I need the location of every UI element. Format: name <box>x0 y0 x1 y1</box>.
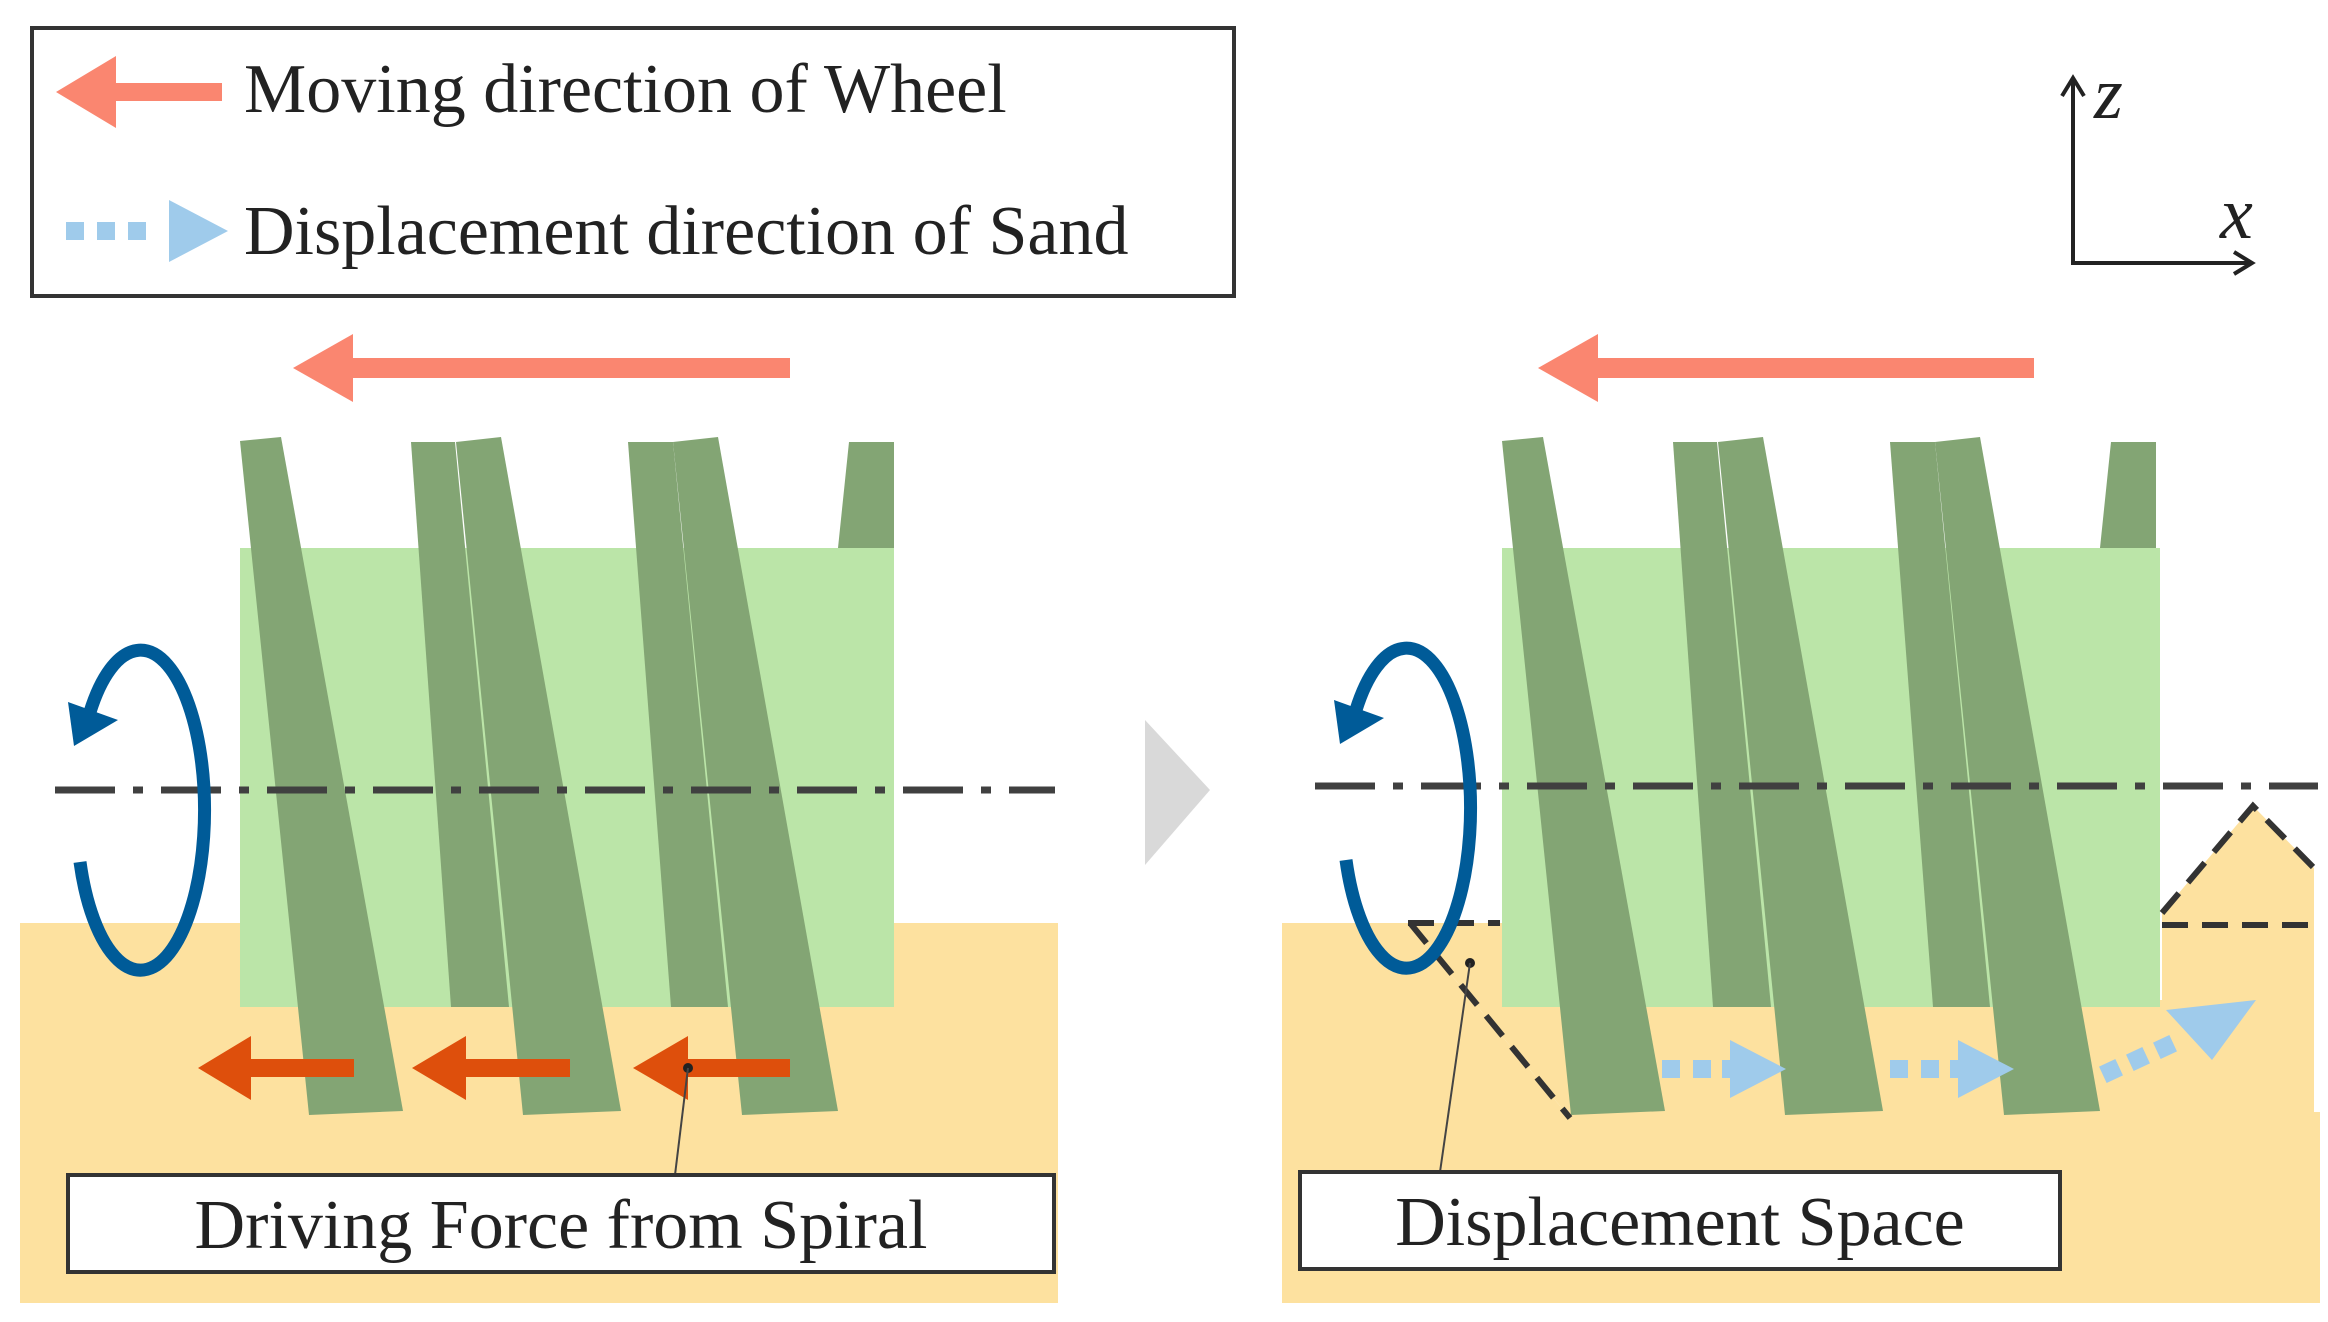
wheel-direction-legend-arrow <box>56 56 222 128</box>
right-panel: Displacement Space <box>1282 334 2320 1303</box>
legend-sand-label: Displacement direction of Sand <box>244 193 1128 270</box>
left-panel: Driving Force from Spiral <box>20 334 1058 1303</box>
legend-wheel-label: Moving direction of Wheel <box>244 51 1007 128</box>
rotation-arrow-icon <box>68 643 212 977</box>
driving-force-arrow <box>412 1036 570 1100</box>
legend: Moving direction of Wheel Displacement d… <box>30 26 1236 298</box>
coordinate-axes: z x <box>2060 53 2256 276</box>
legend-box <box>30 26 1236 298</box>
x-axis-label: x <box>2219 173 2253 255</box>
wheel-direction-arrow <box>1538 334 2034 402</box>
driving-force-leader <box>674 1063 693 1176</box>
driving-force-arrow <box>198 1036 354 1100</box>
driving-force-arrows <box>198 1036 790 1100</box>
displacement-space-leader <box>1439 958 1475 1173</box>
displacement-space-caption: Displacement Space <box>1395 1184 1965 1261</box>
driving-force-caption: Driving Force from Spiral <box>195 1187 928 1264</box>
sand-direction-legend-arrow <box>66 200 228 262</box>
driving-force-caption-box <box>66 1173 1056 1274</box>
z-axis-label: z <box>2093 53 2123 135</box>
wheel-direction-arrow <box>293 334 790 402</box>
sand-displacement-arrow <box>1662 1040 1786 1098</box>
sand-displacement-arrows <box>1662 1000 2256 1098</box>
displacement-space-caption-box <box>1298 1170 2062 1271</box>
sand-displacement-arrow <box>1890 1040 2014 1098</box>
driving-force-arrow <box>633 1036 790 1100</box>
rotation-arrow-icon <box>1334 641 1478 975</box>
sand-displacement-arrow <box>2099 1000 2256 1083</box>
next-step-chevron-icon <box>1145 720 1210 865</box>
